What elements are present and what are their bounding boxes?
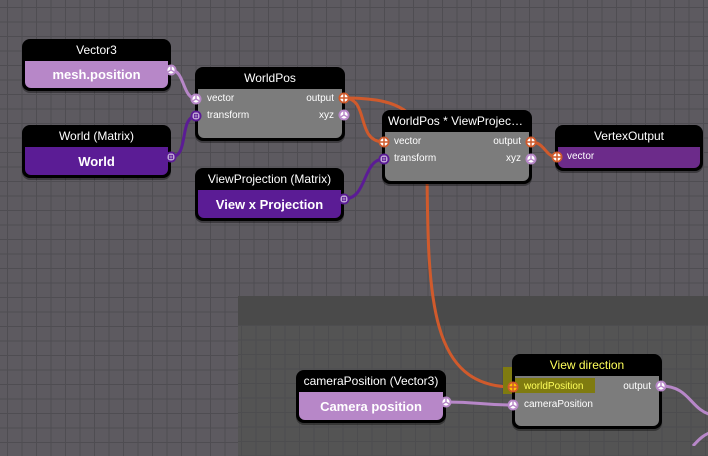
node-body xyxy=(385,132,529,181)
matrix-port-icon[interactable] xyxy=(190,110,202,122)
node-value-text: Camera position xyxy=(320,398,422,414)
node-title: VertexOutput xyxy=(593,129,665,143)
node-vector3[interactable]: Vector3 mesh.position xyxy=(22,39,171,91)
port-label-transform: transform xyxy=(394,153,437,164)
vector3-port-icon[interactable] xyxy=(165,64,177,76)
port-label-output: output xyxy=(493,136,521,147)
node-value[interactable]: mesh.position xyxy=(25,61,168,88)
port-label-transform: transform xyxy=(207,110,250,121)
node-value-text: mesh.position xyxy=(52,67,141,82)
vector4-port-icon[interactable] xyxy=(551,151,563,163)
vector4-port-icon[interactable] xyxy=(525,136,537,148)
node-value[interactable]: View x Projection xyxy=(198,190,341,218)
port-label-output: output xyxy=(306,93,334,104)
node-worldpos-x-viewprojection[interactable]: WorldPos * ViewProjectio... vector trans… xyxy=(382,110,532,184)
port-label-vector: vector xyxy=(567,151,595,162)
vector3-port-icon[interactable] xyxy=(507,399,519,411)
node-cameraposition-vector3[interactable]: cameraPosition (Vector3) Camera position xyxy=(296,370,446,423)
port-label-cameraposition: cameraPosition xyxy=(524,399,593,410)
node-body xyxy=(558,147,700,168)
node-value-text: World xyxy=(78,153,115,169)
vector4-port-icon[interactable] xyxy=(507,381,519,393)
vector4-port-icon[interactable] xyxy=(378,136,390,148)
node-title: cameraPosition (Vector3) xyxy=(303,374,439,388)
node-title: World (Matrix) xyxy=(58,129,135,143)
node-world-matrix[interactable]: World (Matrix) World xyxy=(22,125,171,178)
node-title: Vector3 xyxy=(76,43,117,57)
selection-highlight xyxy=(503,367,513,394)
node-value[interactable]: Camera position xyxy=(299,392,443,420)
matrix-port-icon[interactable] xyxy=(165,151,177,163)
matrix-port-icon[interactable] xyxy=(338,193,350,205)
node-view-direction[interactable]: View direction worldPosition cameraPosit… xyxy=(512,354,662,429)
matrix-port-icon[interactable] xyxy=(378,153,390,165)
vector3-port-icon[interactable] xyxy=(655,380,667,392)
port-label-worldposition: worldPosition xyxy=(524,381,584,392)
node-value-text: View x Projection xyxy=(215,196,324,212)
vector3-port-icon[interactable] xyxy=(440,396,452,408)
node-body xyxy=(198,89,342,138)
node-title: ViewProjection (Matrix) xyxy=(207,172,332,186)
node-viewprojection-matrix[interactable]: ViewProjection (Matrix) View x Projectio… xyxy=(195,168,344,221)
vector3-port-icon[interactable] xyxy=(190,93,202,105)
port-label-vector: vector xyxy=(207,93,235,104)
port-label-vector: vector xyxy=(394,136,422,147)
port-label-output: output xyxy=(623,381,651,392)
vector3-port-icon[interactable] xyxy=(525,153,537,165)
wire-viewprojection-to-wvp-transform xyxy=(343,157,385,201)
node-value[interactable]: World xyxy=(25,147,168,175)
node-worldpos[interactable]: WorldPos vector transform output xyz xyxy=(195,67,345,141)
node-vertexoutput[interactable]: VertexOutput vector xyxy=(555,125,703,171)
port-highlight xyxy=(515,378,595,393)
node-title: View direction xyxy=(549,358,625,372)
node-title: WorldPos xyxy=(244,71,296,85)
node-title: WorldPos * ViewProjectio... xyxy=(388,114,532,128)
frame-header[interactable] xyxy=(238,296,708,325)
port-label-xyz: xyz xyxy=(319,110,334,121)
vector3-port-icon[interactable] xyxy=(338,109,350,121)
port-label-xyz: xyz xyxy=(506,153,521,164)
vector4-port-icon[interactable] xyxy=(338,92,350,104)
